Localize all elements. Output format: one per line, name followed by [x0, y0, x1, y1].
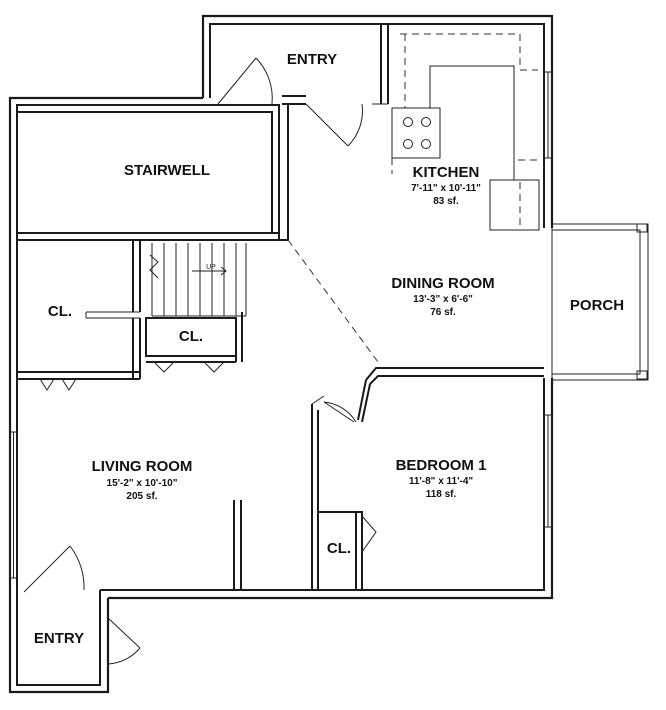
kitchen-fixtures	[391, 33, 540, 231]
closet-left-walls	[17, 240, 141, 391]
kitchen-dims: 7'-11" x 10'-11"	[411, 183, 481, 194]
bedroom-label: BEDROOM 1	[396, 457, 487, 474]
bedroom-dims: 11'-8" x 11'-4"	[409, 476, 474, 487]
bedroom-area: 118 sf.	[426, 489, 457, 500]
interior-walls	[233, 239, 544, 590]
closet-stair-walls	[145, 312, 243, 373]
windows	[9, 71, 553, 579]
stair-up-label: UP	[206, 264, 216, 271]
dining-label: DINING ROOM	[391, 275, 494, 292]
closet-stair-label: CL.	[179, 328, 203, 345]
exterior-walls	[8, 14, 554, 694]
kitchen-area: 83 sf.	[433, 196, 459, 207]
stairwell	[16, 104, 289, 241]
living-area: 205 sf.	[126, 491, 157, 502]
stair-treads	[149, 243, 247, 317]
entry-top-label: ENTRY	[287, 51, 337, 68]
entry-bottom-label: ENTRY	[34, 630, 84, 647]
living-dims: 15'-2" x 10'-10"	[107, 478, 178, 489]
porch	[551, 223, 649, 381]
dining-area: 76 sf.	[430, 307, 456, 318]
kitchen-label: KITCHEN	[413, 164, 480, 181]
entry-bottom	[23, 545, 141, 665]
living-label: LIVING ROOM	[92, 458, 193, 475]
room-labels: ENTRY STAIRWELL KITCHEN 7'-11" x 10'-11"…	[34, 51, 624, 647]
closet-bed-walls	[317, 511, 377, 591]
dining-dims: 13'-3" x 6'-6"	[413, 294, 473, 305]
entry-top-walls	[217, 24, 389, 147]
stairwell-label: STAIRWELL	[124, 162, 210, 179]
porch-label: PORCH	[570, 297, 624, 314]
closet-bed-label: CL.	[327, 540, 351, 557]
closet-left-label: CL.	[48, 303, 72, 320]
